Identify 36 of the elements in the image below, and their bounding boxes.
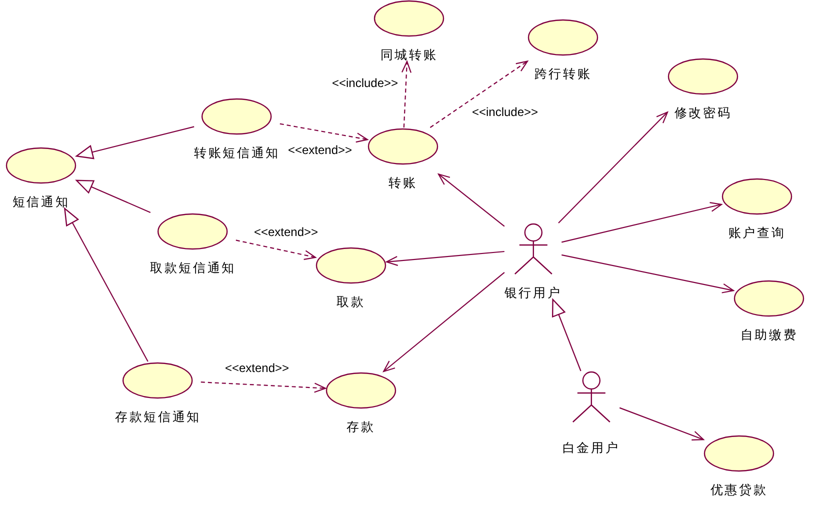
use-case-name: 同城转账	[380, 46, 438, 62]
edge-label: <<include>>	[330, 76, 400, 90]
dashed-arrow	[430, 60, 528, 128]
actor-name: 白金用户	[562, 440, 620, 454]
edge-label: <<extend>>	[286, 143, 354, 157]
edge-label: <<extend>>	[252, 225, 320, 239]
arrow	[383, 272, 505, 372]
hollow-triangle-arrow	[552, 298, 582, 372]
actor-name: 银行用户	[504, 284, 562, 300]
arrow	[561, 254, 734, 294]
use-case-name: 自助缴费	[740, 326, 798, 342]
dashed-arrow	[401, 60, 412, 128]
use-case-name: 转账短信通知	[194, 144, 280, 160]
use-case-name: 修改密码	[674, 104, 732, 120]
use-case-name: 存款	[346, 418, 376, 434]
edge-label: <<extend>>	[224, 361, 290, 375]
hollow-triangle-arrow	[76, 126, 194, 160]
use-case-name: 取款	[336, 294, 366, 308]
hollow-triangle-arrow	[64, 208, 148, 362]
use-case-name: 账户查询	[728, 224, 786, 240]
arrow	[386, 250, 504, 266]
dashed-arrow	[236, 240, 316, 260]
dashed-arrow	[200, 382, 326, 393]
use-case-name: 存款短信通知	[115, 408, 201, 424]
arrow	[619, 407, 704, 440]
edge-label: <<include>>	[470, 105, 540, 119]
use-case-name: 转账	[388, 174, 418, 190]
dashed-arrow	[280, 123, 368, 143]
arrow	[561, 202, 722, 243]
use-case-name: 跨行转账	[534, 66, 592, 80]
arrow	[438, 174, 505, 227]
hollow-triangle-arrow	[76, 180, 151, 213]
use-case-name: 短信通知	[12, 194, 70, 208]
use-case-name: 取款短信通知	[150, 260, 236, 274]
use-case-name: 优惠贷款	[710, 482, 768, 496]
arrow	[558, 112, 668, 224]
